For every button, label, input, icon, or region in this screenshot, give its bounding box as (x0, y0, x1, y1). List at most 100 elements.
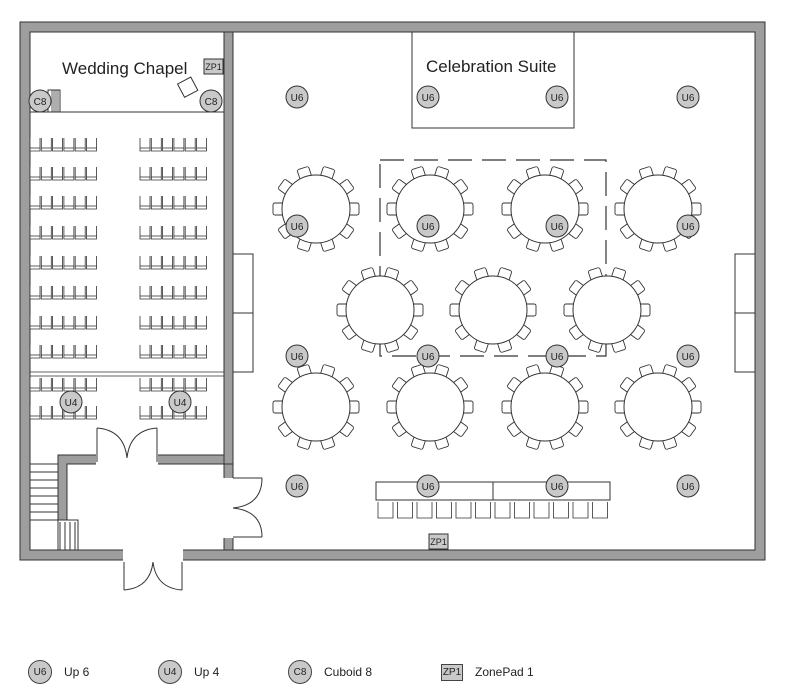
chair-seat (150, 406, 162, 420)
chair-seat (63, 226, 75, 240)
chair (29, 286, 41, 300)
chair-seat (86, 406, 97, 420)
chair (196, 345, 207, 359)
chair (40, 316, 52, 330)
up4-fixture: U4 (59, 390, 83, 414)
chair-seat (139, 138, 151, 152)
chair-seat (184, 378, 196, 392)
up6-icon: U6 (28, 660, 52, 684)
device-code: U6 (682, 222, 695, 233)
up6-fixture-icon (416, 474, 440, 498)
chair-seat (139, 256, 151, 270)
chair (29, 256, 41, 270)
chair (40, 226, 52, 240)
chair-seat (173, 316, 185, 330)
zonepad1-control: ZP1 (203, 58, 224, 75)
chair (173, 196, 185, 210)
up6-fixture: U6 (545, 474, 569, 498)
device-code: C8 (34, 97, 47, 108)
chair (139, 196, 151, 210)
up6-fixture: U6 (416, 344, 440, 368)
chair (162, 226, 173, 240)
legend-code: C8 (293, 666, 307, 678)
up6-fixture-icon (545, 344, 569, 368)
device-code: ZP1 (430, 537, 447, 547)
table-top (395, 174, 465, 244)
chair (52, 378, 63, 392)
up6-fixture-icon (676, 214, 700, 238)
legend-code: ZP1 (442, 666, 462, 678)
chair-seat (86, 226, 97, 240)
chair-seat (40, 226, 52, 240)
chair-seat (150, 138, 162, 152)
head-table-chair (416, 502, 433, 519)
chair-seat (173, 256, 185, 270)
chair (40, 138, 52, 152)
chair (63, 138, 75, 152)
chair (86, 226, 97, 240)
head-table-chair (514, 502, 530, 519)
chair (162, 138, 173, 152)
chair-seat (40, 316, 52, 330)
chair (86, 138, 97, 152)
up6-fixture: U6 (285, 85, 309, 109)
chair (150, 226, 162, 240)
chair-seat (86, 286, 97, 300)
chair (52, 286, 63, 300)
chair-seat (150, 286, 162, 300)
up6-fixture-icon (285, 474, 309, 498)
up6-fixture-icon (676, 85, 700, 109)
chair (86, 286, 97, 300)
up4-fixture-icon (59, 390, 83, 414)
chair (173, 256, 185, 270)
chair-seat (139, 406, 151, 420)
legend-label: Cuboid 8 (324, 665, 373, 679)
chair-seat (162, 316, 173, 330)
chair-seat (63, 196, 75, 210)
chair-seat (184, 316, 196, 330)
up4-fixture-icon (168, 390, 192, 414)
chair (173, 345, 185, 359)
up6-fixture-icon (285, 214, 309, 238)
chair (86, 256, 97, 270)
chair-seat (184, 286, 196, 300)
chair-seat (86, 316, 97, 330)
chair (29, 138, 41, 152)
chair-seat (173, 167, 185, 181)
chair-seat (63, 316, 75, 330)
device-code: U6 (682, 482, 695, 493)
device-code: U6 (551, 93, 564, 104)
chair (74, 345, 86, 359)
chair-seat (86, 196, 97, 210)
chair-seat (63, 286, 75, 300)
chair-seat (40, 286, 52, 300)
chair-seat (150, 378, 162, 392)
zonepad1-control-icon (428, 533, 449, 550)
chair (184, 345, 196, 359)
chair (196, 226, 207, 240)
chair-seat (184, 226, 196, 240)
up6-fixture-icon (285, 344, 309, 368)
cuboid8-fixture-icon (28, 89, 52, 113)
chair (40, 196, 52, 210)
chair-seat (63, 345, 75, 359)
up6-fixture: U6 (545, 214, 569, 238)
chair (173, 226, 185, 240)
chair (139, 316, 151, 330)
chair-seat (150, 256, 162, 270)
chair (196, 286, 207, 300)
head-table-chair (475, 502, 491, 519)
chair-seat (150, 226, 162, 240)
up6-fixture-icon (676, 474, 700, 498)
legend-item-up4: U4 Up 4 (158, 658, 219, 686)
device-code: U6 (291, 222, 304, 233)
chair (139, 256, 151, 270)
device-code: U6 (422, 93, 435, 104)
chair-seat (29, 406, 41, 420)
wedding-chapel-label: Wedding Chapel (62, 59, 187, 78)
chair (150, 345, 162, 359)
chair-seat (162, 226, 173, 240)
chair-seat (139, 345, 151, 359)
device-code: U6 (551, 222, 564, 233)
up6-fixture: U6 (545, 85, 569, 109)
